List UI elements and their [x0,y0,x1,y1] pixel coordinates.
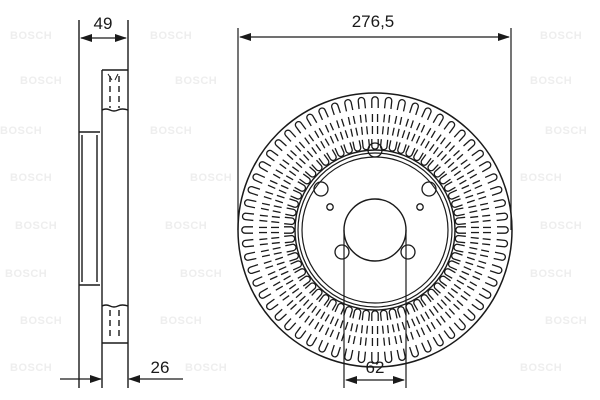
watermark-text: BOSCH [520,362,563,374]
bolt-holes [313,142,437,260]
watermark-text: BOSCH [150,30,193,42]
dimension-label-276-5: 276,5 [352,12,395,31]
watermark-text: BOSCH [20,315,63,327]
watermark-text: BOSCH [190,172,233,184]
side-view [78,20,129,388]
watermark-text: BOSCH [0,125,43,137]
watermark-text: BOSCH [5,268,48,280]
watermark-text: BOSCH [520,172,563,184]
watermark-text: BOSCH [530,268,573,280]
dimension-outer-diameter: 276,5 [239,12,510,41]
watermark-text: BOSCH [540,220,583,232]
watermark-text: BOSCH [545,125,588,137]
front-view [237,92,513,368]
watermark-text: BOSCH [10,172,53,184]
vent-slots [241,96,509,364]
watermark-text: BOSCH [185,362,228,374]
watermark-text: BOSCH [545,315,588,327]
dimension-center-bore: 62 [345,358,405,384]
watermark-text: BOSCH [160,315,203,327]
watermark-text: BOSCH [15,220,58,232]
dimension-label-26: 26 [151,358,170,377]
watermark-text: BOSCH [540,30,583,42]
watermark-text: BOSCH [165,220,208,232]
watermark-text: BOSCH [10,30,53,42]
watermark-text: BOSCH [180,268,223,280]
small-holes [326,203,424,211]
watermark-text: BOSCH [150,125,193,137]
watermark-text: BOSCH [10,362,53,374]
dimension-overall-height: 49 [80,14,127,42]
watermark-text: BOSCH [175,75,218,87]
dimension-label-49: 49 [94,14,113,33]
watermark-text: BOSCH [530,75,573,87]
dimension-disc-thickness: 26 [60,358,183,383]
watermark-text: BOSCH [20,75,63,87]
dimension-label-62: 62 [366,358,385,377]
